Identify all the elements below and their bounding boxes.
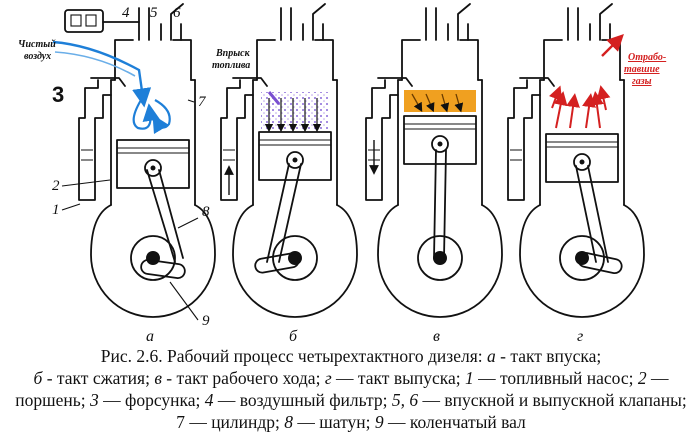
engine-g — [507, 3, 645, 318]
figure-caption: Рис. 2.6. Рабочий процесс четырехтактног… — [15, 346, 687, 432]
fuel-label-line1: Впрыск — [215, 48, 251, 59]
label-9: 9 — [202, 313, 210, 329]
engine-v — [365, 3, 503, 318]
engine-a — [52, 3, 216, 318]
stroke-label-g: г — [577, 328, 583, 345]
label-4: 4 — [122, 5, 130, 21]
label-1: 1 — [52, 202, 60, 218]
exhaust-label-line1: Отрабо- — [628, 52, 666, 63]
label-8: 8 — [202, 204, 210, 220]
air-label-line2: воздух — [24, 51, 51, 62]
label-2: 2 — [52, 178, 60, 194]
fuel-label-line2: топлива — [212, 60, 250, 71]
stroke-label-b: б — [289, 328, 298, 345]
exhaust-label-line2: тавшие — [624, 64, 660, 75]
exhaust-label-line3: газы — [632, 76, 652, 87]
air-label-line1: Чистый — [18, 39, 56, 50]
label-6: 6 — [173, 5, 181, 21]
stroke-label-a: а — [146, 328, 154, 345]
engine-cycle-diagram: 4 5 6 3 7 2 1 8 9 Чистый воздух Впрыск т… — [18, 3, 666, 345]
label-5: 5 — [150, 5, 158, 21]
engine-b — [220, 3, 358, 318]
stroke-label-v: в — [433, 328, 440, 345]
label-3: 3 — [52, 82, 64, 107]
label-7: 7 — [198, 94, 207, 110]
